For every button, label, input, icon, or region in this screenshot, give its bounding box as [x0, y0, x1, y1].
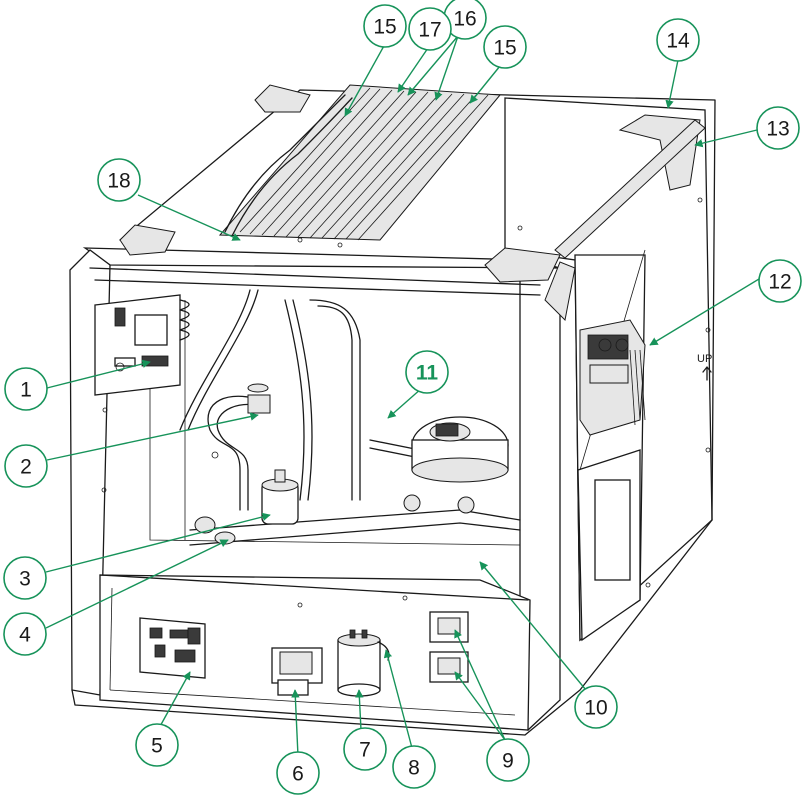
- svg-text:7: 7: [359, 739, 371, 762]
- svg-text:14: 14: [666, 30, 690, 53]
- callout-2: 2: [5, 445, 47, 487]
- svg-text:8: 8: [408, 757, 420, 780]
- compressor: [404, 417, 508, 513]
- leader-14: [668, 60, 678, 108]
- callout-15a: 15: [364, 5, 406, 47]
- callout-10: 10: [575, 686, 617, 728]
- callout-14: 14: [657, 19, 699, 61]
- svg-text:4: 4: [19, 624, 31, 647]
- svg-text:10: 10: [584, 697, 607, 720]
- svg-text:2: 2: [20, 456, 32, 479]
- svg-text:13: 13: [766, 118, 789, 141]
- fan-motor: [580, 320, 645, 435]
- svg-text:3: 3: [19, 568, 31, 591]
- callout-3: 3: [4, 557, 46, 599]
- callout-1: 1: [5, 368, 47, 410]
- callout-7: 7: [344, 728, 386, 770]
- svg-text:11: 11: [416, 362, 439, 385]
- svg-text:12: 12: [768, 271, 791, 294]
- svg-text:6: 6: [292, 763, 304, 786]
- callout-9: 9: [487, 739, 529, 781]
- svg-text:16: 16: [453, 8, 476, 31]
- up-label: UP: [697, 353, 712, 365]
- svg-text:15: 15: [373, 16, 396, 39]
- svg-text:5: 5: [151, 735, 163, 758]
- callout-5: 5: [136, 724, 178, 766]
- callout-17: 17: [409, 8, 451, 50]
- callout-12: 12: [759, 260, 801, 302]
- callout-8: 8: [393, 746, 435, 788]
- leader-17: [398, 48, 428, 92]
- control-panel: [95, 295, 189, 395]
- callout-6: 6: [277, 752, 319, 794]
- svg-text:17: 17: [418, 19, 441, 42]
- callout-13: 13: [757, 107, 799, 149]
- svg-text:9: 9: [502, 750, 514, 773]
- svg-text:1: 1: [20, 379, 32, 402]
- svg-text:15: 15: [493, 37, 516, 60]
- callout-18: 18: [98, 159, 140, 201]
- circuit-board: [140, 618, 205, 678]
- callout-4: 4: [4, 613, 46, 655]
- callout-11: 11: [406, 351, 448, 393]
- leader-11: [388, 388, 422, 418]
- callout-15b: 15: [484, 26, 526, 68]
- svg-text:18: 18: [107, 170, 130, 193]
